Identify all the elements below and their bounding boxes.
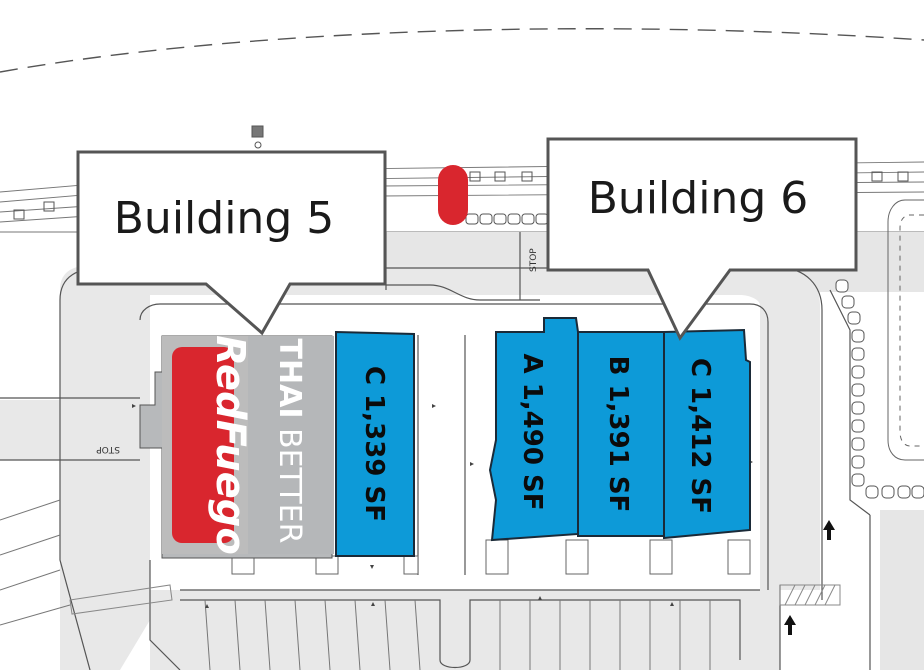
pavement xyxy=(0,232,924,670)
parking-stalls xyxy=(0,499,711,670)
redfuego-logo-text: RedFuego xyxy=(207,335,253,555)
building-5: RedFuego THAI BETTER C 1,339 SF xyxy=(139,330,415,559)
unit-b6-c-label: C 1,412 SF xyxy=(685,358,715,514)
tenant-thai-better[interactable]: THAI BETTER xyxy=(248,336,334,554)
property-line xyxy=(0,28,924,73)
crosswalk xyxy=(69,584,841,615)
callout-building-6-text: Building 6 xyxy=(588,173,808,224)
arrow-up-icon xyxy=(823,520,835,540)
unit-b6-a[interactable]: A 1,490 SF xyxy=(488,317,579,542)
unit-b6-c[interactable]: C 1,412 SF xyxy=(663,328,751,540)
building-sidewalk xyxy=(231,539,751,575)
curb-lines xyxy=(0,232,871,670)
unit-b5-c[interactable]: C 1,339 SF xyxy=(335,330,415,557)
thai-better-label: THAI BETTER xyxy=(272,339,307,544)
unit-b6-a-label: A 1,490 SF xyxy=(517,354,547,511)
stop-text-top: STOP xyxy=(529,248,539,272)
building-6: A 1,490 SF B 1,391 SF C 1,412 SF xyxy=(488,317,751,542)
callout-building-5: Building 5 xyxy=(76,150,387,336)
unit-b5-c-label: C 1,339 SF xyxy=(359,366,389,522)
unit-b6-b-label: B 1,391 SF xyxy=(603,356,633,513)
unit-b6-b[interactable]: B 1,391 SF xyxy=(577,331,665,537)
rock-edging xyxy=(465,213,924,499)
callout-building-5-text: Building 5 xyxy=(114,193,334,244)
red-marker xyxy=(438,165,468,225)
stop-text-left: STOP xyxy=(96,444,120,454)
drive-thru-loop xyxy=(887,199,924,461)
stop-sign-icon: STOP STOP xyxy=(96,248,539,454)
callout-building-6: Building 6 xyxy=(546,137,858,341)
road-marks xyxy=(13,125,909,220)
arrow-up-icon xyxy=(784,615,796,635)
tenant-redfuego[interactable]: RedFuego xyxy=(172,335,253,555)
